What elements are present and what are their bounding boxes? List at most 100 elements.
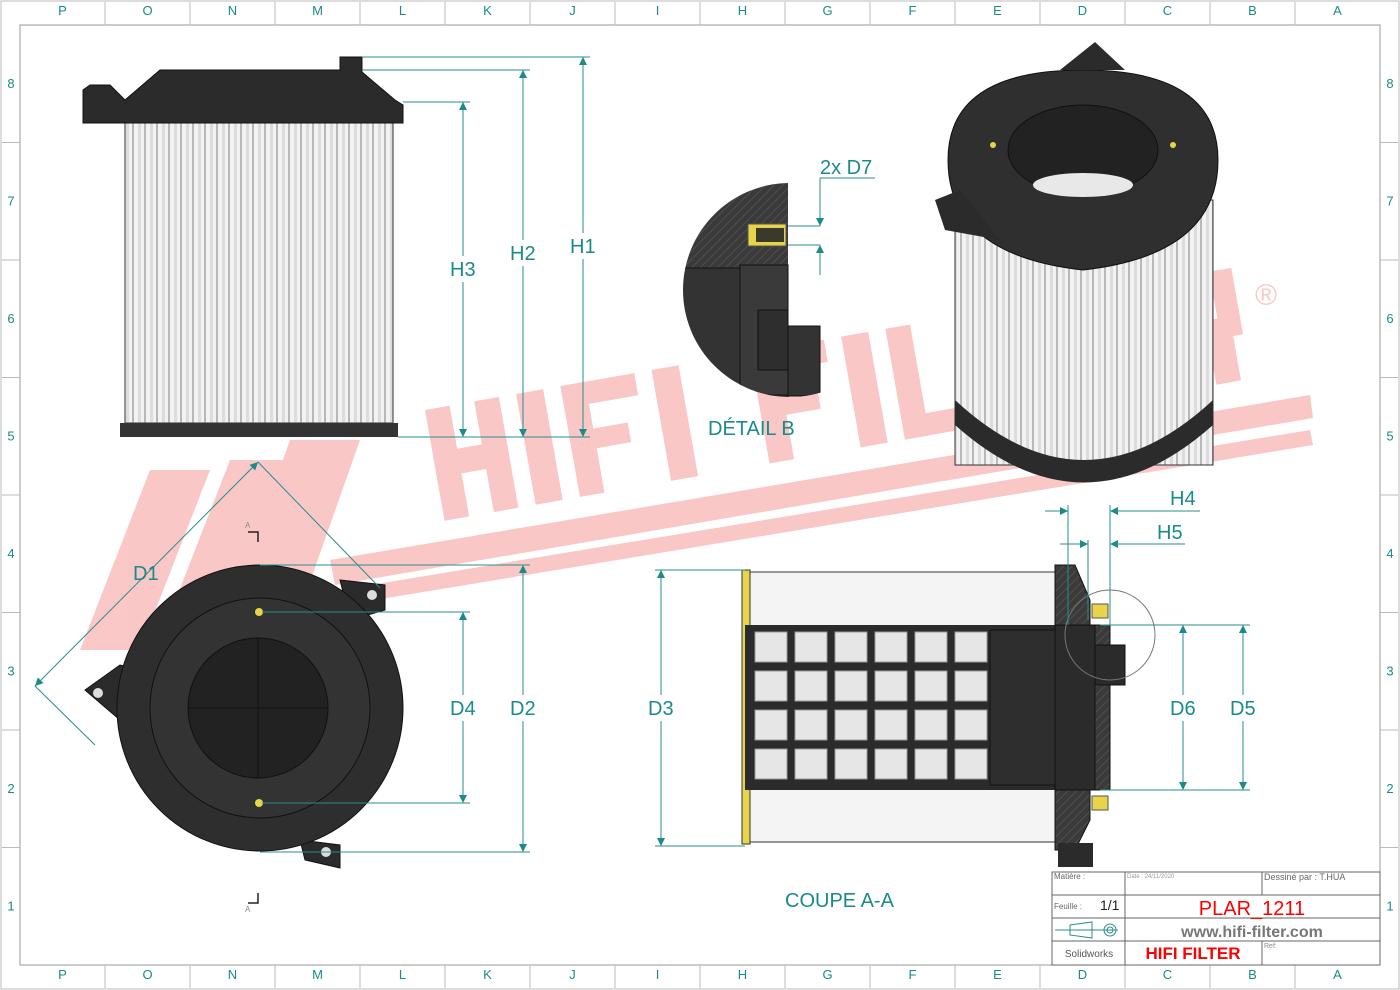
- title-block: [1051, 871, 1381, 966]
- watermark-letter-stroke: [516, 389, 563, 505]
- dim-h2: H2: [510, 243, 536, 265]
- front-view: [82, 56, 404, 437]
- frame-column-label: D: [1078, 967, 1087, 982]
- watermark-letter-stroke: [1208, 336, 1241, 385]
- dim-d6: D6: [1170, 698, 1196, 720]
- dim-h1: H1: [570, 236, 596, 258]
- watermark-letter-stroke: [651, 365, 699, 481]
- frame-row-label: 2: [7, 781, 14, 796]
- frame-column-label: J: [569, 3, 576, 18]
- part-number: PLAR_1211: [1199, 898, 1305, 920]
- frame-column-label: J: [569, 967, 576, 982]
- frame-column-label: E: [993, 967, 1002, 982]
- frame-column-label: B: [1248, 967, 1257, 982]
- pleat-cell: [874, 631, 908, 663]
- brand-name: HIFI FILTER: [1145, 944, 1240, 963]
- frame-row-label: 6: [7, 311, 14, 326]
- frame-row-label: 7: [7, 193, 14, 208]
- pleat-cell: [914, 709, 948, 741]
- pleat-cell: [794, 631, 828, 663]
- website: www.hifi-filter.com: [1180, 924, 1323, 941]
- frame-column-label: I: [656, 967, 660, 982]
- frame-row-label: 7: [1386, 193, 1393, 208]
- dim-d2: D2: [510, 698, 536, 720]
- detail-b-view: 2x D7 DÉTAIL B: [683, 157, 875, 440]
- frame-column-label: G: [822, 3, 832, 18]
- height-dimensions: H3 H2 H1: [362, 56, 598, 438]
- pleat-cell: [874, 748, 908, 780]
- watermark-letter-stroke: [568, 422, 632, 453]
- watermark-letter-stroke: [560, 373, 639, 409]
- frame-row-label: 3: [7, 663, 14, 678]
- frame-column-label: L: [399, 967, 406, 982]
- frame-column-label: H: [738, 967, 747, 982]
- watermark-letter-stroke: [758, 389, 821, 420]
- frame-column-label: I: [656, 3, 660, 18]
- frame-row-label: 2: [1386, 781, 1393, 796]
- frame-row-label: 5: [7, 428, 14, 443]
- pleat-cell: [754, 631, 788, 663]
- registered-mark: ®: [1255, 279, 1277, 312]
- frame-column-label: K: [483, 3, 492, 18]
- frame-row-label: 5: [1386, 428, 1393, 443]
- pleat-cell: [834, 748, 868, 780]
- pleat-cell: [754, 709, 788, 741]
- pleat-cell: [954, 631, 988, 663]
- frame-column-label: D: [1078, 3, 1087, 18]
- date: Date : 24/11/2020: [1127, 874, 1175, 880]
- frame-column-label: O: [142, 967, 152, 982]
- section-marker-top: A: [245, 521, 251, 530]
- sheet-value: 1/1: [1100, 897, 1120, 913]
- section-title: COUPE A-A: [785, 890, 895, 912]
- dim-d3: D3: [648, 698, 674, 720]
- ref-label: Ref:: [1264, 943, 1277, 950]
- frame-column-label: F: [909, 967, 917, 982]
- pleat-cell: [954, 748, 988, 780]
- frame-row-label: 1: [7, 898, 14, 913]
- dim-d4: D4: [450, 698, 476, 720]
- pleat-cell: [914, 748, 948, 780]
- frame-column-label: L: [399, 3, 406, 18]
- frame-column-label: P: [58, 967, 67, 982]
- pleat-cell: [914, 670, 948, 702]
- diameter-dimensions: D4 D2 D1: [34, 461, 540, 853]
- watermark-letter-stroke: [1209, 267, 1244, 339]
- section-marker-bottom: A: [245, 905, 251, 914]
- frame-column-label: A: [1333, 3, 1342, 18]
- frame-row-label: 8: [1386, 76, 1393, 91]
- pleat-cell: [874, 709, 908, 741]
- frame-row-label: 3: [1386, 663, 1393, 678]
- frame-column-label: M: [312, 3, 323, 18]
- pleat-cell: [954, 670, 988, 702]
- pleat-cell: [794, 748, 828, 780]
- frame-column-label: C: [1163, 967, 1172, 982]
- frame-column-label: O: [142, 3, 152, 18]
- pleat-cell: [834, 709, 868, 741]
- watermark-letter-stroke: [885, 324, 930, 440]
- detail-b-title: DÉTAIL B: [708, 417, 795, 440]
- dim-h3: H3: [450, 259, 476, 281]
- pleat-cell: [914, 631, 948, 663]
- pleat-cell: [794, 709, 828, 741]
- frame-column-label: N: [228, 3, 237, 18]
- frame-row-label: 4: [1386, 546, 1393, 561]
- isometric-view: [935, 42, 1219, 483]
- frame-column-label: G: [822, 967, 832, 982]
- dim-d1: D1: [133, 563, 159, 585]
- dim-h4: H4: [1170, 488, 1196, 510]
- frame-column-label: C: [1163, 3, 1172, 18]
- frame-column-label: A: [1333, 967, 1342, 982]
- frame-row-label: 6: [1386, 311, 1393, 326]
- frame-row-label: 8: [7, 76, 14, 91]
- drawn-by: Dessiné par : T.HUA: [1264, 872, 1345, 882]
- section-view: COUPE A-A: [741, 564, 1156, 912]
- frame-column-label: F: [909, 3, 917, 18]
- frame-column-label: K: [483, 967, 492, 982]
- frame-column-label: M: [312, 967, 323, 982]
- watermark-letter-stroke: [841, 331, 888, 448]
- frame-column-label: B: [1248, 3, 1257, 18]
- pleat-cell: [874, 670, 908, 702]
- frame-column-label: P: [58, 3, 67, 18]
